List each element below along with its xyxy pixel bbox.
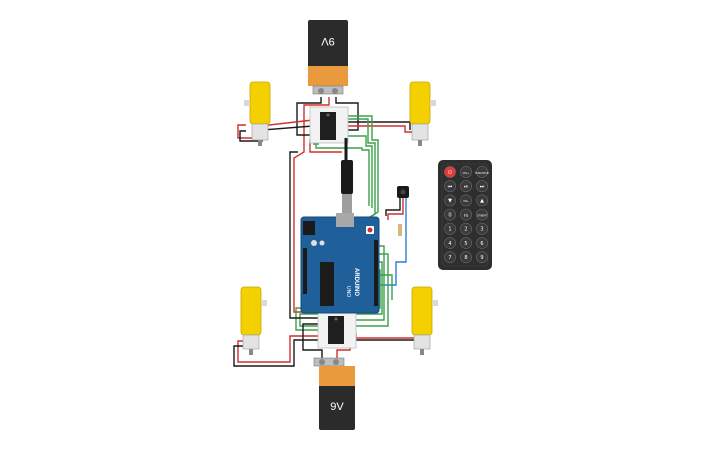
wire-black[interactable] xyxy=(335,97,359,131)
motor-driver-top[interactable] xyxy=(309,106,349,144)
wire-red[interactable] xyxy=(237,335,320,363)
wire-green[interactable] xyxy=(344,245,385,321)
wire-green[interactable] xyxy=(315,130,370,206)
wires xyxy=(233,97,420,367)
remote-4-button-label: 4 xyxy=(448,241,451,247)
battery-9v-bottom[interactable]: 9V xyxy=(313,357,355,430)
remote-power-button-label: ⏻ xyxy=(448,170,452,176)
remote-func-stop-button[interactable]: FUNC/STOP xyxy=(475,166,489,178)
remote-2-button-label: 2 xyxy=(464,227,467,233)
remote-buttons: ⏻ VOL+ FUNC/STOP ⏮ ⏯ ⏭ ▼ VOL- ▲ 0 EQ ST/REPT 1 2 3 4 5 6 7… xyxy=(444,166,489,264)
remote-vol-up-button[interactable]: VOL+ xyxy=(460,166,472,178)
wire-red[interactable] xyxy=(237,119,314,139)
remote-9-button-label: 9 xyxy=(480,255,483,261)
wire-blue[interactable] xyxy=(380,198,407,286)
remote-8-button[interactable]: 8 xyxy=(460,251,472,264)
remote-st-rept-button[interactable]: ST/REPT xyxy=(476,208,488,221)
ir-remote[interactable]: ⏻ VOL+ FUNC/STOP ⏮ ⏯ ⏭ ▼ VOL- ▲ 0 EQ ST/REPT 1 2 3 4 5 6 7… xyxy=(438,160,492,270)
remote-5-button-label: 5 xyxy=(464,241,467,247)
remote-3-button-label: 3 xyxy=(480,227,483,233)
remote-next-button[interactable]: ⏭ xyxy=(476,180,488,193)
remote-1-button[interactable]: 1 xyxy=(444,222,456,235)
remote-down-button-label: ▼ xyxy=(448,198,452,204)
remote-3-button[interactable]: 3 xyxy=(476,222,488,235)
remote-power-button[interactable]: ⏻ xyxy=(444,166,456,178)
remote-2-button[interactable]: 2 xyxy=(460,222,472,235)
remote-0-button[interactable]: 0 xyxy=(444,208,456,221)
remote-st-rept-button-label: ST/REPT xyxy=(477,214,487,217)
remote-play-pause-button[interactable]: ⏯ xyxy=(460,180,472,193)
arduino-model-text: UNO xyxy=(345,286,351,297)
remote-4-button[interactable]: 4 xyxy=(444,237,456,249)
wire-red[interactable] xyxy=(293,97,330,313)
remote-eq-button-label: EQ xyxy=(464,213,469,217)
remote-func-stop-button-label: FUNC/STOP xyxy=(475,172,489,175)
remote-next-button-label: ⏭ xyxy=(480,184,485,190)
motor-driver-bottom[interactable] xyxy=(317,311,357,349)
wire-black[interactable] xyxy=(233,339,320,367)
arduino-uno-board[interactable]: ARDUINO UNO xyxy=(300,213,380,314)
remote-1-button-label: 1 xyxy=(448,227,451,233)
remote-7-button[interactable]: 7 xyxy=(444,251,456,264)
remote-down-button[interactable]: ▼ xyxy=(444,194,456,207)
wire-black[interactable] xyxy=(289,151,330,319)
usb-cable[interactable] xyxy=(341,138,353,214)
wire-green[interactable] xyxy=(344,253,389,327)
wire-green[interactable] xyxy=(313,135,373,208)
dc-motor-top-left[interactable] xyxy=(244,81,271,146)
battery-bottom-label: 9V xyxy=(330,401,344,413)
wire-black[interactable] xyxy=(302,323,323,358)
remote-vol-down-button-label: VOL- xyxy=(463,200,469,203)
wire-red[interactable] xyxy=(387,198,404,220)
remote-prev-button[interactable]: ⏮ xyxy=(444,180,456,193)
dc-motor-top-right[interactable] xyxy=(409,81,436,146)
arduino-brand-text: ARDUINO xyxy=(353,268,359,296)
remote-7-button-label: 7 xyxy=(448,255,451,261)
remote-vol-down-button[interactable]: VOL- xyxy=(460,194,472,207)
wire-red[interactable] xyxy=(344,125,414,133)
wire-black[interactable] xyxy=(296,97,322,136)
remote-up-button-label: ▲ xyxy=(480,198,484,204)
dc-motor-bottom-left[interactable] xyxy=(240,286,267,355)
battery-top-label: 9V xyxy=(321,35,335,47)
remote-up-button[interactable]: ▲ xyxy=(476,194,488,207)
battery-9v-top[interactable]: 9V xyxy=(308,20,348,95)
dc-motor-bottom-right[interactable] xyxy=(411,286,438,355)
remote-play-pause-button-label: ⏯ xyxy=(464,184,468,190)
wire-black[interactable] xyxy=(239,125,314,142)
remote-eq-button[interactable]: EQ xyxy=(460,208,472,221)
resistor[interactable] xyxy=(398,224,402,236)
remote-vol-up-button-label: VOL+ xyxy=(463,172,470,175)
ir-receiver[interactable] xyxy=(397,186,409,198)
wire-black[interactable] xyxy=(385,198,401,216)
remote-0-button-label: 0 xyxy=(448,212,451,218)
remote-6-button[interactable]: 6 xyxy=(476,237,488,249)
remote-prev-button-label: ⏮ xyxy=(448,184,453,190)
remote-6-button-label: 6 xyxy=(480,241,483,247)
remote-5-button[interactable]: 5 xyxy=(460,237,472,249)
remote-8-button-label: 8 xyxy=(464,255,467,261)
remote-9-button[interactable]: 9 xyxy=(476,251,488,264)
